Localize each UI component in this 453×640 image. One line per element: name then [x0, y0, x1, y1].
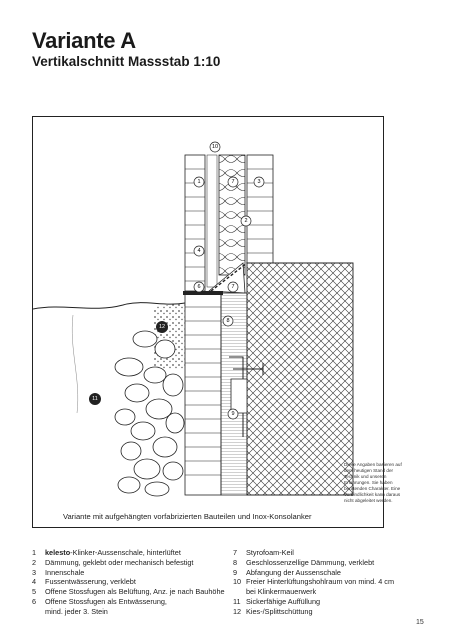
legend-number: 1: [32, 548, 37, 557]
callout-4: 4: [193, 245, 205, 257]
svg-text:11: 11: [92, 396, 98, 402]
legend-item: 5 Offene Stossfugen als Belüftung, Anz. j…: [32, 587, 232, 597]
legend-number: 12: [233, 606, 242, 616]
callout-12: 12: [156, 321, 168, 333]
upper-wall-layers: [206, 154, 274, 288]
svg-text:9: 9: [231, 411, 234, 417]
callout-2: 2: [240, 215, 252, 227]
legend-number: 3: [32, 567, 37, 577]
legend-text: Offene Stossfugen als Belüftung, Anz. je…: [45, 587, 225, 597]
legend-number: 10: [233, 577, 242, 587]
legend-item: 8 Geschlossenzellige Dämmung, verklebt: [233, 558, 433, 568]
legend-number: [32, 607, 45, 617]
svg-text:8: 8: [226, 318, 229, 324]
callout-1: 1: [193, 176, 205, 188]
callout-9: 9: [227, 408, 239, 420]
svg-text:3: 3: [257, 179, 260, 185]
legend-text: Innenschale: [45, 567, 85, 577]
legend-item: 7 Styrofoam-Keil: [233, 548, 433, 558]
legend-number: 2: [32, 557, 37, 567]
svg-text:2: 2: [244, 218, 247, 224]
legend-number: [233, 587, 246, 597]
legend-item: bei Klinkermauerwerk: [233, 587, 433, 597]
legend-text: Dämmung, geklebt oder mechanisch befesti…: [45, 557, 194, 567]
figure-caption: Variante mit aufgehängten vorfabrizierte…: [63, 512, 312, 521]
clinker-outer-shell: [184, 154, 206, 292]
legend-item: 4 Fussentwässerung, verklebt: [32, 577, 232, 587]
svg-text:7: 7: [231, 284, 234, 290]
legend-text: Styrofoam-Keil: [246, 548, 294, 557]
legend-text: Kies-/Splittschüttung: [246, 606, 313, 616]
legend-item: 10 Freier Hinterlüftungshohlraum von mind…: [233, 577, 433, 587]
legend-text: bei Klinkermauerwerk: [246, 587, 317, 597]
page-title: Variante A: [32, 28, 136, 53]
legend-item: 2 Dämmung, geklebt oder mechanisch befest…: [32, 558, 232, 568]
brand-name: kelesto: [45, 548, 71, 557]
legend-number: 8: [233, 557, 238, 567]
page-number: 15: [416, 619, 424, 626]
figure-frame: 10 1 7 3 2 4 6 7 8 12 11 9 Diese Angaben…: [32, 116, 402, 528]
legend-number: 9: [233, 567, 238, 577]
vertical-section-drawing: 10 1 7 3 2 4 6 7 8 12 11 9: [33, 141, 354, 497]
legend-item: 11 Sickerfähige Auffüllung: [233, 597, 433, 607]
callout-11: 11: [89, 393, 101, 405]
svg-text:1: 1: [197, 179, 200, 185]
callout-8: 8: [222, 315, 234, 327]
legend-text: Sickerfähige Auffüllung: [246, 596, 321, 606]
legend-text: mind. jeder 3. Stein: [45, 606, 108, 616]
ground-surface: [33, 302, 186, 310]
legend-item: 1 kelesto-Klinker-Aussenschale, hinterlüf…: [32, 548, 232, 558]
legend-right-column: 7 Styrofoam-Keil 8 Geschlossenzellige Dämm…: [233, 548, 433, 617]
disclaimer-note: Diese Angaben basieren auf dem heutigen …: [344, 462, 402, 503]
callout-6: 6: [193, 281, 205, 293]
callout-3: 3: [253, 176, 265, 188]
legend-text: Fussentwässerung, verklebt: [45, 577, 136, 587]
svg-text:4: 4: [197, 248, 200, 254]
callout-7: 7: [227, 281, 239, 293]
svg-text:6: 6: [197, 284, 200, 290]
legend-text: Abfangung der Aussenschale: [246, 567, 341, 577]
legend-number: 6: [32, 596, 37, 606]
concrete-foundation: [246, 262, 354, 496]
legend-number: 11: [233, 596, 241, 606]
legend-text: Offene Stossfugen als Entwässerung,: [45, 596, 167, 606]
legend-left-column: 1 kelesto-Klinker-Aussenschale, hinterlüf…: [32, 548, 232, 617]
legend-text: -Klinker-Aussenschale, hinterlüftet: [70, 548, 181, 557]
foot-drainage: [183, 291, 223, 295]
gravel-fill: [153, 303, 185, 369]
legend-number: 5: [32, 587, 37, 597]
callout-10: 10: [209, 141, 221, 153]
legend-item: 9 Abfangung der Aussenschale: [233, 568, 433, 578]
drainage-backfill: [114, 330, 185, 497]
callout-badges: 10 1 7 3 2 4 6 7 8 12 11 9: [89, 141, 265, 420]
legend-item: 6 Offene Stossfugen als Entwässerung,: [32, 597, 232, 607]
legend-number: 4: [32, 577, 37, 587]
svg-text:12: 12: [159, 324, 165, 330]
svg-text:10: 10: [212, 144, 218, 150]
svg-text:7: 7: [231, 179, 234, 185]
legend-item: mind. jeder 3. Stein: [32, 607, 232, 617]
legend-text: Geschlossenzellige Dämmung, verklebt: [246, 557, 375, 567]
legend-item: 3 Innenschale: [32, 568, 232, 578]
legend-number: 7: [233, 548, 238, 557]
legend-text: Freier Hinterlüftungshohlraum von mind. …: [246, 577, 395, 587]
legend-item: 12 Kies-/Splittschüttung: [233, 607, 433, 617]
callout-7-top: 7: [227, 176, 239, 188]
page-subtitle: Vertikalschnitt Massstab 1:10: [32, 54, 221, 69]
